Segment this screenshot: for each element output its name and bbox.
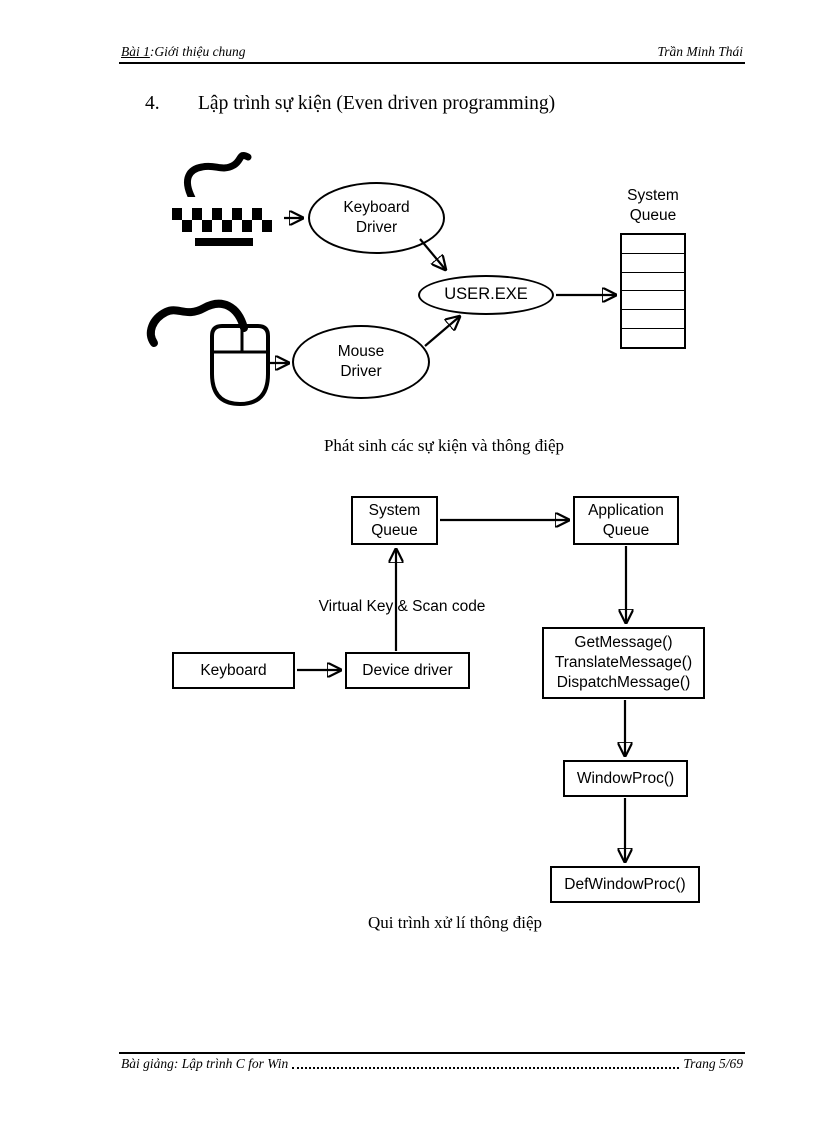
header-rule: [119, 62, 745, 64]
queue-slot: [622, 291, 684, 311]
diagram1-caption: Phát sinh các sự kiện và thông điệp: [323, 436, 565, 455]
header-lesson-label: Bài 1: [121, 44, 150, 59]
footer-page-number: Trang 5/69: [683, 1056, 743, 1071]
header-left: Bài 1:Giới thiệu chung: [121, 44, 246, 60]
application-queue-box: Application Queue: [573, 496, 679, 545]
footer-rule: [119, 1052, 745, 1054]
message-loop-box: GetMessage() TranslateMessage() Dispatch…: [542, 627, 705, 699]
window-proc-box: WindowProc(): [563, 760, 688, 797]
header-author: Trần Minh Thái: [657, 44, 743, 59]
system-queue-box: System Queue: [351, 496, 438, 545]
queue-slot: [622, 235, 684, 254]
footer-course-title: Bài giảng: Lập trình C for Win: [121, 1056, 289, 1071]
system-queue-stack-label: System Queue: [627, 187, 679, 224]
def-window-proc-box: DefWindowProc(): [550, 866, 700, 903]
queue-slot: [622, 329, 684, 347]
keyboard-box: Keyboard: [172, 652, 295, 689]
keyboard-icon: [162, 151, 282, 258]
header-lesson-title: :Giới thiệu chung: [149, 44, 246, 59]
queue-slot: [622, 310, 684, 330]
page-footer: Bài giảng: Lập trình C for Win Trang 5/6…: [121, 1056, 743, 1072]
arrow-mouse-driver-to-user-exe: [424, 317, 459, 347]
section-number: 4.: [145, 93, 160, 114]
virtual-key-scan-code-label: Virtual Key & Scan code: [318, 598, 486, 615]
section-title: Lập trình sự kiện (Even driven programmi…: [198, 93, 556, 114]
device-driver-box: Device driver: [345, 652, 470, 689]
system-queue-stack: [620, 233, 686, 349]
queue-slot: [622, 273, 684, 292]
keyboard-driver-ellipse: Keyboard Driver: [308, 182, 445, 254]
queue-slot: [622, 254, 684, 273]
footer-dotted-leader: [292, 1063, 680, 1069]
mouse-icon: [146, 299, 270, 407]
mouse-driver-ellipse: Mouse Driver: [292, 325, 430, 399]
page-header: Bài 1:Giới thiệu chung Trần Minh Thái: [121, 44, 743, 60]
diagram2-caption: Qui trình xử lí thông điệp: [367, 913, 542, 932]
user-exe-ellipse: USER.EXE: [418, 275, 554, 315]
